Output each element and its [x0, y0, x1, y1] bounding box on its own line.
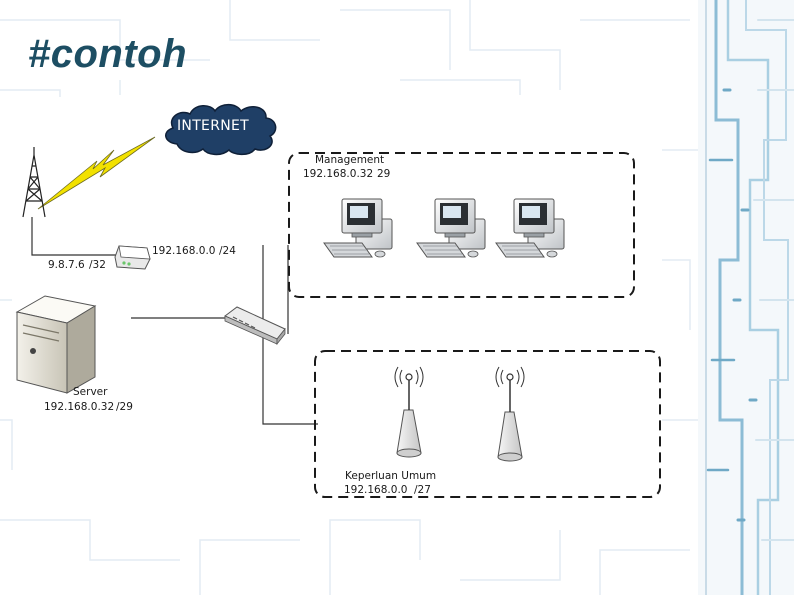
- wan-prefix: /32: [89, 259, 106, 271]
- public-zone: [314, 350, 661, 498]
- pc-icon: [495, 198, 565, 258]
- router-ip: 192.168.0.0: [152, 245, 216, 257]
- server-ip: 192.168.0.32: [44, 401, 115, 413]
- router-prefix: /24: [219, 245, 236, 257]
- decorative-side-strip: [698, 0, 794, 595]
- internet-label: INTERNET: [177, 118, 249, 134]
- wireless-link-bolt: [37, 136, 156, 210]
- public-zone-prefix: /27: [414, 484, 431, 496]
- switch-icon: [224, 306, 286, 346]
- management-zone: [288, 152, 635, 298]
- access-point-icon: [495, 366, 525, 462]
- management-ip: 192.168.0.32: [303, 168, 374, 180]
- server-icon: [15, 295, 97, 394]
- pc-icon: [416, 198, 486, 258]
- slide-title: #contoh: [28, 32, 188, 76]
- server-prefix: /29: [116, 401, 133, 413]
- access-point-icon: [394, 366, 424, 458]
- wan-link: [31, 217, 128, 256]
- public-zone-ip: 192.168.0.0: [344, 484, 408, 496]
- server-name: Server: [73, 386, 108, 398]
- router-icon: [114, 245, 151, 270]
- wan-ip: 9.8.7.6: [48, 259, 85, 271]
- public-zone-name: Keperluan Umum: [345, 470, 437, 482]
- pc-icon: [323, 198, 393, 258]
- management-name: Management: [315, 154, 385, 166]
- switch-to-public: [262, 337, 318, 425]
- network-diagram: INTERNET 9.8.7.6 /32 192.168.0.0 /24 Man…: [15, 97, 662, 499]
- internet-cloud-icon: [165, 103, 277, 156]
- radio-tower-icon: [22, 147, 46, 218]
- management-prefix: 29: [377, 168, 391, 180]
